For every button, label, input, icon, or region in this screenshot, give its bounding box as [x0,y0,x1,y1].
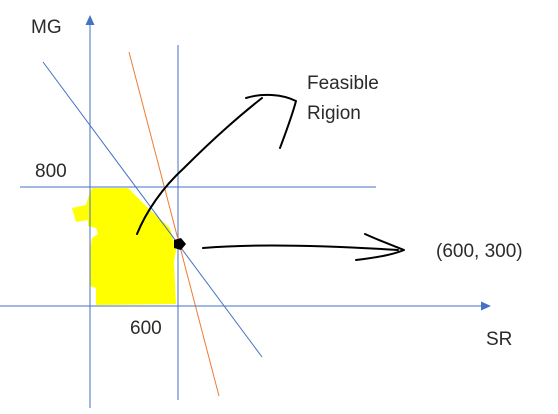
intersection-point [174,238,186,250]
point-pointer-arrowhead [355,233,405,261]
region-pointer-arrowhead [245,93,297,149]
intersection-point-label: (600, 300) [436,241,523,262]
orange-constraint-line [128,51,220,397]
x-axis-arrowhead [481,301,491,311]
y-value-label: 800 [35,161,67,182]
blue-constraint-line [42,61,263,358]
y-axis-label: MG [31,17,62,38]
y-axis-arrowhead [85,15,95,25]
region-pointer-arrow [136,97,263,235]
x-axis-label: SR [486,329,512,350]
feasible-region-highlight [72,188,176,305]
feasible-region-label-line1: Feasible [307,73,379,94]
x-value-label: 600 [130,318,162,339]
feasible-region-label-line2: Rigion [307,103,361,124]
point-pointer-arrow [202,244,399,251]
